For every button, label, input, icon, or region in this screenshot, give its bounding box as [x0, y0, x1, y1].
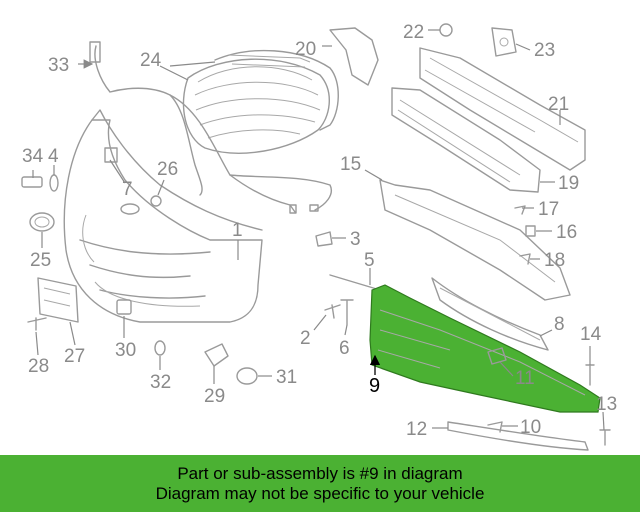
callout-29: 29 [204, 386, 225, 407]
callout-20: 20 [295, 39, 316, 60]
callout-10: 10 [520, 417, 541, 438]
callout-25: 25 [30, 250, 51, 271]
callout-1: 1 [232, 220, 243, 241]
banner-line-2: Diagram may not be specific to your vehi… [155, 483, 485, 503]
part-2 [324, 304, 341, 319]
callout-12: 12 [406, 419, 427, 440]
callout-26: 26 [157, 159, 178, 180]
part-14 [585, 364, 595, 386]
parts-diagram: 33 24 20 22 23 21 15 19 17 16 18 34 4 7 … [21, 22, 617, 451]
callout-33: 33 [48, 55, 69, 76]
part-25-emblem [29, 212, 55, 232]
part-12-strip [447, 421, 589, 451]
part-22 [439, 23, 453, 37]
banner-line-1: Part or sub-assembly is #9 in diagram [177, 463, 463, 483]
part-34 [21, 176, 43, 188]
callout-2: 2 [300, 328, 311, 349]
callout-27: 27 [64, 346, 85, 367]
callout-19: 19 [558, 173, 579, 194]
part-18 [519, 253, 531, 265]
part-10 [487, 421, 503, 433]
callout-18: 18 [544, 250, 565, 271]
callout-14: 14 [580, 324, 602, 345]
part-4 [49, 174, 59, 192]
callout-24: 24 [140, 50, 162, 71]
callout-13: 13 [596, 394, 617, 415]
grille-frame [214, 49, 339, 131]
part-21-reinforcement [419, 47, 586, 171]
part-9-highlighted [369, 284, 601, 413]
callout-15: 15 [340, 154, 361, 175]
callout-22: 22 [403, 22, 424, 43]
callout-17: 17 [538, 199, 559, 220]
callout-23: 23 [534, 40, 555, 61]
callout-4: 4 [48, 146, 59, 167]
part-13 [599, 429, 611, 446]
part-29 [204, 343, 229, 367]
part-26 [150, 195, 162, 207]
part-11 [487, 347, 507, 365]
part-30 [116, 299, 132, 315]
info-banner: Part or sub-assembly is #9 in diagram Di… [0, 455, 640, 512]
callout-8: 8 [554, 314, 565, 335]
part-28 [27, 317, 47, 331]
leader-lines [32, 29, 605, 431]
part-19-absorber [391, 87, 541, 193]
part-32 [154, 340, 166, 356]
part-16 [525, 225, 536, 237]
part-6 [340, 299, 354, 326]
callout-7: 7 [122, 179, 133, 200]
bumper-cover [63, 109, 263, 323]
part-31 [236, 367, 258, 385]
callout-21: 21 [548, 94, 569, 115]
part-17 [514, 205, 526, 215]
callout-30: 30 [115, 340, 136, 361]
part-15-support [379, 179, 571, 301]
part-27-plate [37, 277, 79, 323]
callout-28: 28 [28, 356, 49, 377]
callout-32: 32 [150, 372, 171, 393]
callout-16: 16 [556, 222, 577, 243]
callout-6: 6 [339, 338, 350, 359]
callout-5: 5 [364, 250, 375, 271]
callout-31: 31 [276, 367, 297, 388]
callout-11: 11 [515, 368, 535, 389]
part-20-bracket [329, 27, 379, 86]
wiring-harness [89, 41, 332, 214]
part-23-bracket [491, 27, 517, 57]
part-5 [329, 274, 381, 291]
callout-34: 34 [22, 146, 44, 167]
upper-grille [182, 58, 330, 154]
part-3 [315, 231, 333, 247]
callout-9-highlighted: 9 [369, 375, 380, 397]
callout-3: 3 [350, 229, 361, 250]
part-8-lower-grille [431, 277, 549, 351]
